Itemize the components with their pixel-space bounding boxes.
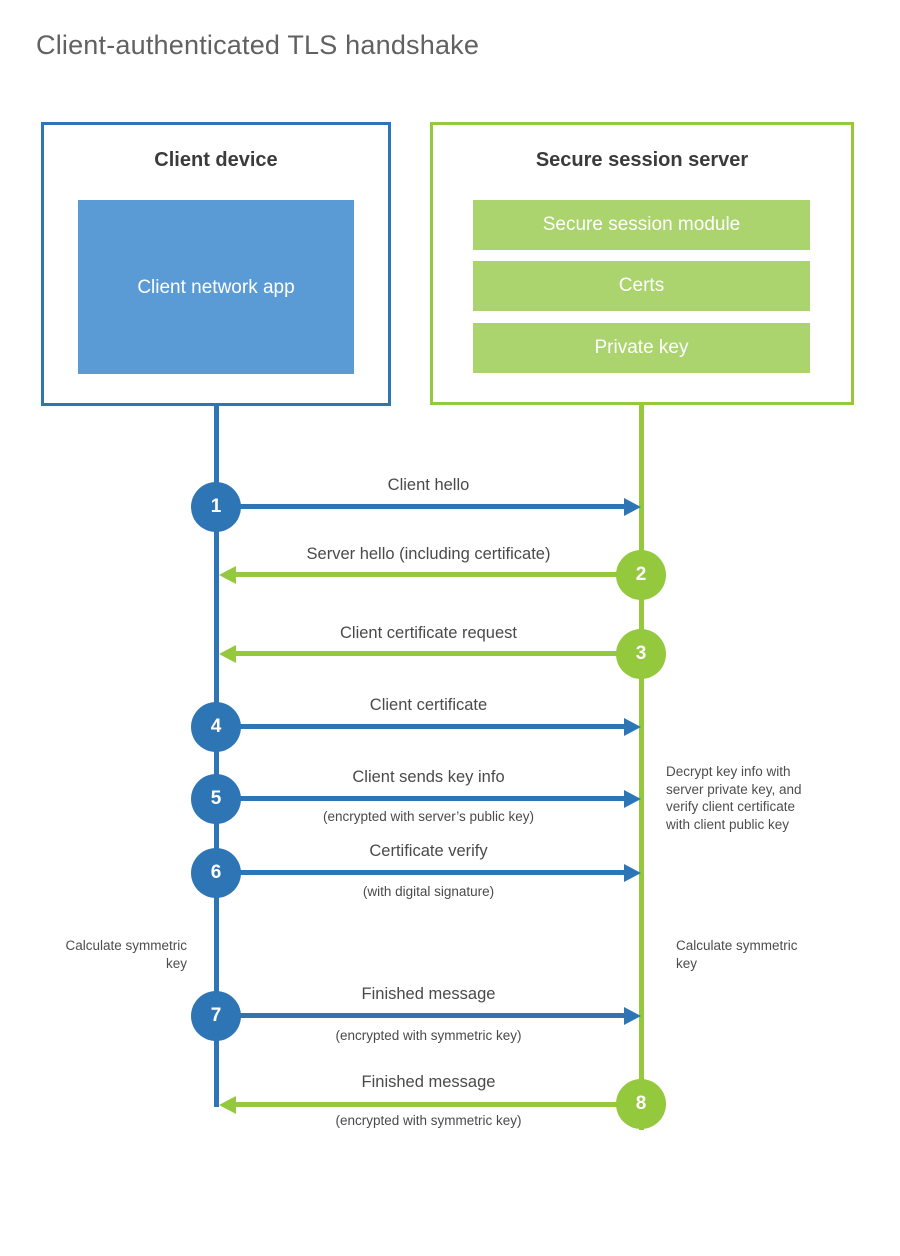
arrowhead-right-icon (624, 1007, 641, 1025)
message-sublabel: (with digital signature) (362, 884, 495, 899)
decrypt-note: Decrypt key info with server private key… (666, 764, 802, 832)
message-label: Client certificate request (340, 624, 517, 642)
step-badge: 4 (191, 702, 241, 752)
secure-session-module-bar: Secure session module (473, 200, 810, 250)
message-arrow (236, 1102, 641, 1107)
arrowhead-left-icon (219, 1096, 236, 1114)
message-arrow (236, 651, 641, 656)
message-label: Finished message (361, 1073, 496, 1091)
private-key-label: Private key (594, 337, 689, 358)
message-sublabel: (encrypted with server’s public key) (322, 809, 535, 824)
arrowhead-right-icon (624, 718, 641, 736)
arrowhead-left-icon (219, 645, 236, 663)
step-badge: 1 (191, 482, 241, 532)
message-sublabel: (encrypted with symmetric key) (335, 1028, 522, 1043)
message-label: Finished message (361, 985, 496, 1003)
message-arrow (216, 870, 624, 875)
message-arrow (216, 504, 624, 509)
message-sublabel: (encrypted with symmetric key) (335, 1113, 522, 1128)
client-network-app-box: Client network app (78, 200, 354, 374)
arrowhead-left-icon (219, 566, 236, 584)
calc-symmetric-key-right: Calculate symmetric key (676, 938, 798, 971)
client-network-app-label: Client network app (137, 276, 295, 298)
step-badge: 8 (616, 1079, 666, 1129)
message-label: Client sends key info (352, 768, 505, 786)
message-arrow (216, 796, 624, 801)
private-key-bar: Private key (473, 323, 810, 373)
message-label: Client hello (387, 476, 470, 494)
client-device-title: Client device (154, 149, 278, 171)
message-arrow (236, 572, 641, 577)
step-badge: 2 (616, 550, 666, 600)
secure-session-server-title: Secure session server (535, 149, 749, 171)
message-label: Client certificate (369, 696, 488, 714)
step-badge: 7 (191, 991, 241, 1041)
message-label: Server hello (including certificate) (306, 545, 551, 563)
message-arrow (216, 1013, 624, 1018)
certs-bar: Certs (473, 261, 810, 311)
step-badge: 6 (191, 848, 241, 898)
secure-session-server-box: Secure session server Secure session mod… (430, 122, 854, 405)
secure-session-module-label: Secure session module (542, 214, 741, 235)
step-badge: 3 (616, 629, 666, 679)
page-title: Client-authenticated TLS handshake (36, 30, 480, 60)
calc-symmetric-key-left: Calculate symmetric key (65, 938, 187, 971)
client-lifeline (214, 404, 219, 1107)
arrowhead-right-icon (624, 790, 641, 808)
arrowhead-right-icon (624, 864, 641, 882)
message-arrow (216, 724, 624, 729)
arrowhead-right-icon (624, 498, 641, 516)
message-label: Certificate verify (369, 842, 488, 860)
server-lifeline (639, 404, 644, 1130)
certs-label: Certs (618, 275, 665, 296)
client-device-box: Client device Client network app (41, 122, 391, 406)
step-badge: 5 (191, 774, 241, 824)
